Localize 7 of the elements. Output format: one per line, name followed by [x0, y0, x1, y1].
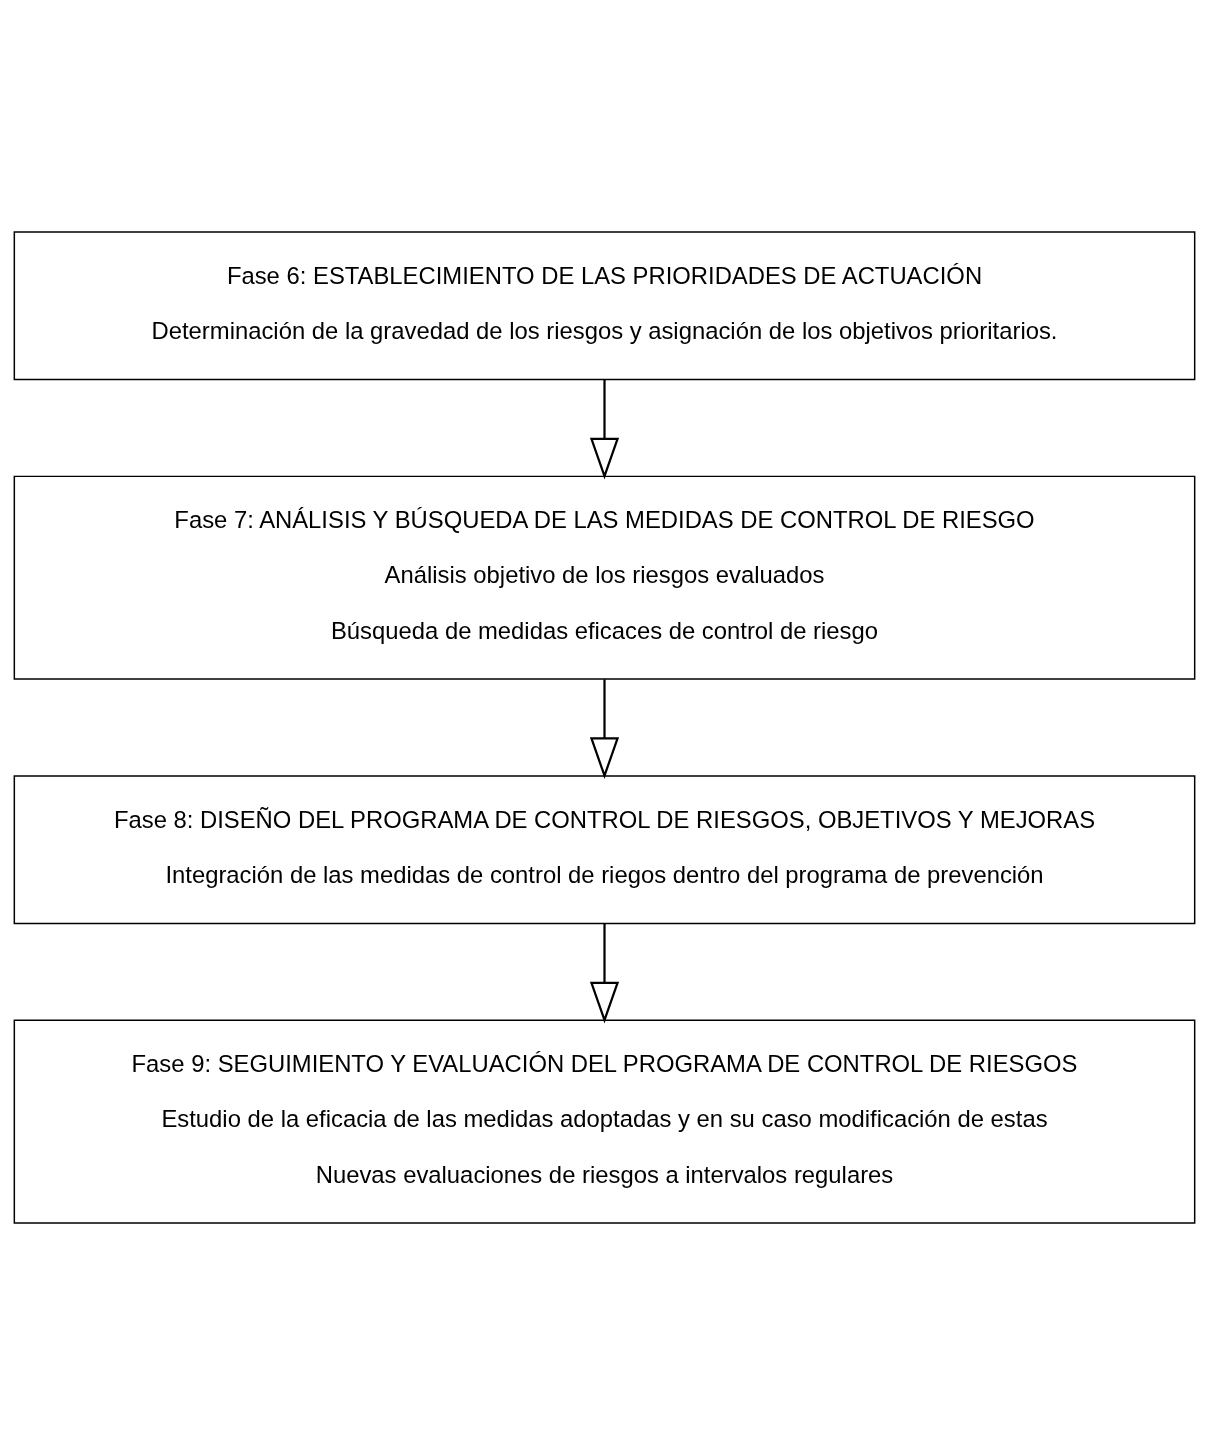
- node-box: Fase 9: SEGUIMIENTO Y EVALUACIÓN DEL PROGRAMA DE CONTROL DE RIESGOS Estudio de la eficacia de las medidas adoptadas y en su caso modificación de estas Nuevas evaluaciones de riesgos a intervalos regulares: [13, 1019, 1196, 1224]
- arrow: [589, 679, 620, 780]
- node-box: Fase 6: ESTABLECIMIENTO DE LAS PRIORIDADES DE ACTUACIÓN Determinación de la gravedad de los riesgos y asignación de los objetivos prioritarios.: [13, 231, 1196, 381]
- node-box: Fase 7: ANÁLISIS Y BÚSQUEDA DE LAS MEDIDAS DE CONTROL DE RIESGO Análisis objetivo de los riesgos evaluados Búsqueda de medidas eficaces de control de riesgo: [13, 475, 1196, 680]
- node-box: Fase 8: DISEÑO DEL PROGRAMA DE CONTROL DE RIESGOS, OBJETIVOS Y MEJORAS Integración de las medidas de control de riegos dentro del programa de prevención: [13, 775, 1196, 925]
- arrow: [589, 380, 620, 480]
- arrow: [589, 924, 620, 1024]
